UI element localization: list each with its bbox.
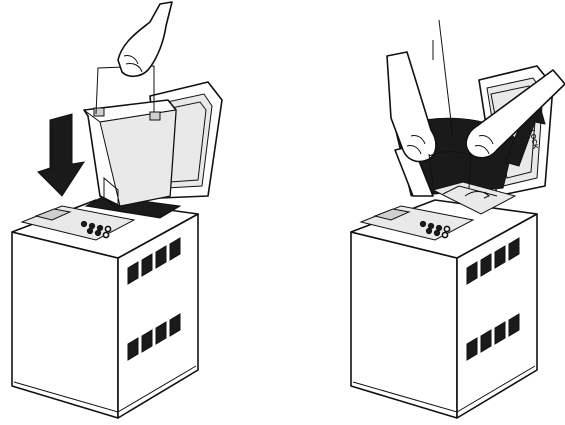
control-panel [359, 205, 475, 241]
hands-icon [386, 19, 565, 189]
hand-icon [95, 1, 173, 115]
side-vents-upper [127, 237, 181, 285]
side-vents-lower [466, 313, 520, 361]
side-vents-upper [466, 237, 520, 285]
down-arrow-icon [37, 113, 86, 197]
insert-pan-illustration [0, 0, 282, 425]
display-window [373, 208, 411, 221]
remove-pan-illustration: LOCK [283, 0, 565, 425]
bread-pan [83, 99, 177, 212]
side-vents-lower [127, 313, 181, 361]
control-panel [20, 205, 136, 241]
display-window [34, 208, 72, 221]
lock-mark: LOCK [528, 129, 538, 150]
